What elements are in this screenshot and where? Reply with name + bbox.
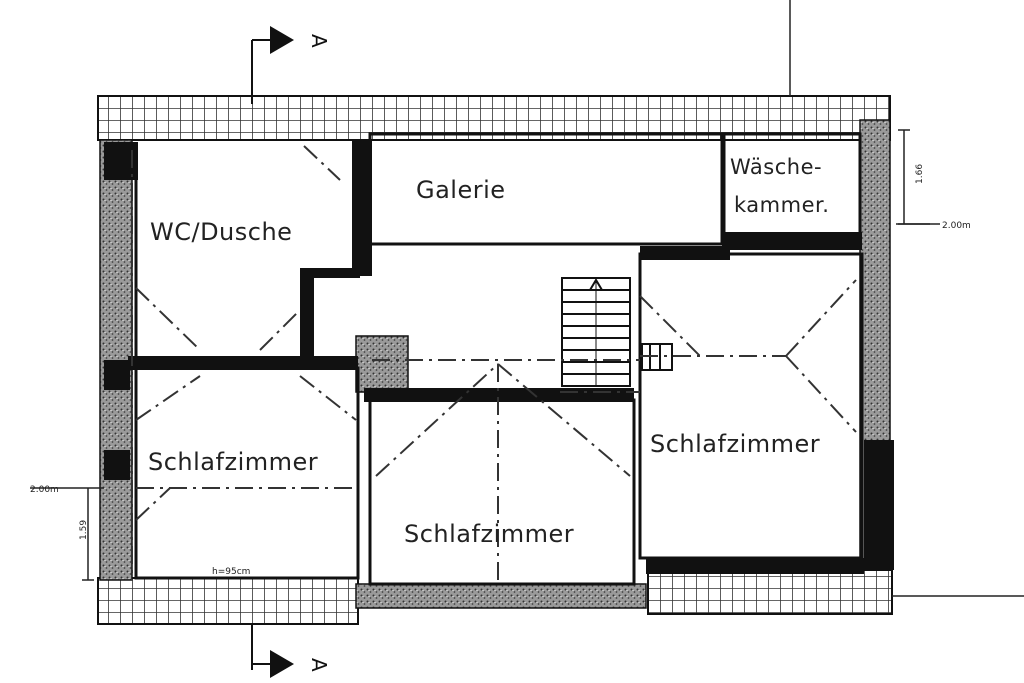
section-label-bottom: A <box>307 658 331 672</box>
section-label-top: A <box>307 34 331 48</box>
room-label-wc: WC/Dusche <box>150 218 292 246</box>
room-label-schlafzimmer-left: Schlafzimmer <box>148 448 318 476</box>
dimension-left-height: 2.00m <box>30 485 59 495</box>
room-label-galerie: Galerie <box>416 176 506 204</box>
room-label-waesche-2: kammer. <box>734 193 829 217</box>
roof-lines <box>131 145 857 584</box>
black-walls <box>104 140 894 574</box>
section-marker-top: A <box>251 26 331 104</box>
room-outlines <box>134 132 864 586</box>
dimension-lines <box>30 0 1024 597</box>
dimension-left-vertical: 1.59 <box>79 520 89 540</box>
section-marker-bottom: A <box>251 624 331 678</box>
dimension-sill-height: h=95cm <box>212 567 250 577</box>
dimension-right-height: 2.00m <box>942 221 971 231</box>
dimension-right-vertical: 1.66 <box>915 164 925 184</box>
room-label-schlafzimmer-center: Schlafzimmer <box>404 520 574 548</box>
staircase <box>561 277 631 387</box>
room-label-schlafzimmer-right: Schlafzimmer <box>650 430 820 458</box>
room-label-waesche-1: Wäsche- <box>730 155 822 179</box>
